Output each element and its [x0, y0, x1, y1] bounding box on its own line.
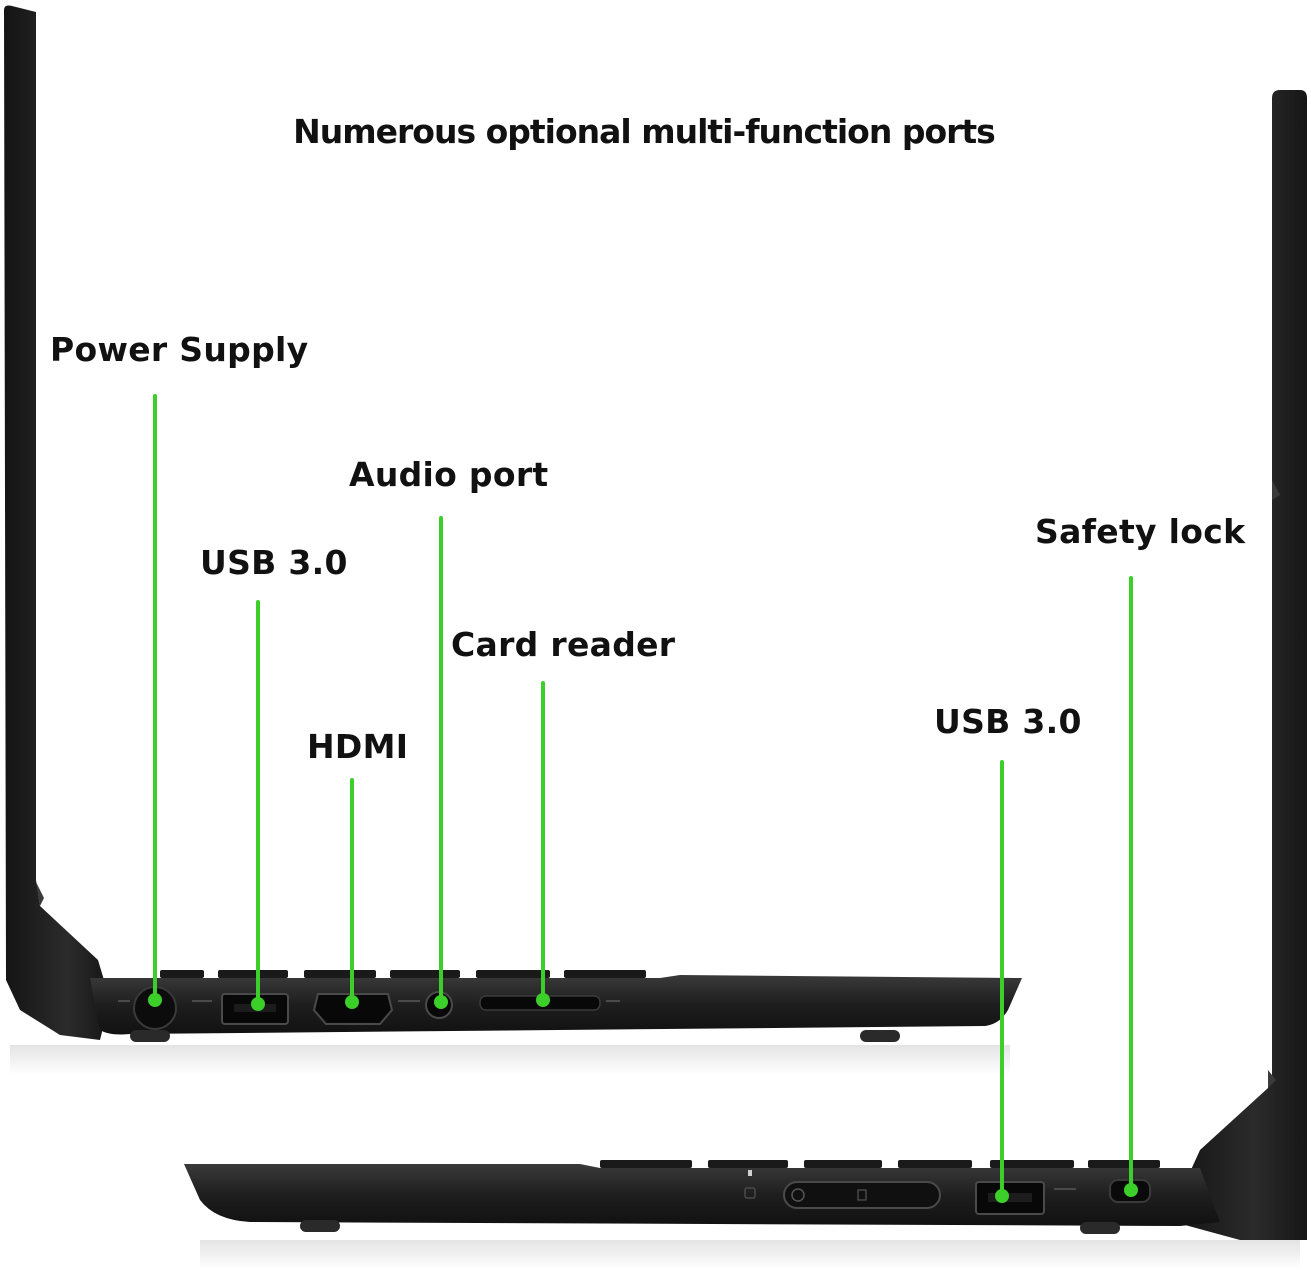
hinge-detail	[36, 882, 44, 906]
label-safety-lock: Safety lock	[1035, 512, 1246, 551]
lid	[1175, 90, 1307, 1240]
page-title: Numerous optional multi-function ports	[293, 112, 996, 151]
power-icon	[791, 1188, 805, 1202]
keyboard-keys	[160, 970, 646, 978]
callout-lines	[153, 394, 1133, 1198]
laptop-left-side-view	[4, 5, 1022, 1075]
callout-dot-usb-right	[995, 1189, 1009, 1203]
label-usb-right: USB 3.0	[934, 702, 1082, 741]
base	[184, 1164, 1220, 1226]
reflection	[10, 1045, 1010, 1075]
callout-dot-safety-lock	[1124, 1183, 1138, 1197]
keyboard-keys	[600, 1160, 1160, 1168]
callout-dots	[148, 993, 1138, 1203]
status-led	[748, 1170, 752, 1176]
callout-dot-audio-port	[434, 995, 448, 1009]
lid-edge-detail	[1272, 480, 1280, 500]
label-usb-left: USB 3.0	[200, 543, 348, 582]
hdmi-port	[312, 993, 394, 1025]
callout-dot-hdmi	[345, 995, 359, 1009]
label-power-supply: Power Supply	[50, 330, 309, 369]
drive-glyph-icon	[857, 1189, 867, 1201]
lock-glyph-icon	[744, 1187, 756, 1199]
lid	[4, 5, 110, 1040]
foot	[130, 1030, 170, 1042]
label-card-reader: Card reader	[451, 625, 676, 664]
label-audio-port: Audio port	[349, 455, 549, 494]
callout-dot-power-supply	[148, 993, 162, 1007]
reflection	[200, 1240, 1300, 1270]
foot	[1080, 1222, 1120, 1234]
foot	[860, 1030, 900, 1042]
callout-dot-card-reader	[536, 993, 550, 1007]
usb-port-tongue	[988, 1193, 1032, 1202]
foot	[300, 1220, 340, 1232]
hinge-detail	[1268, 1070, 1276, 1088]
power-button	[783, 1181, 941, 1209]
port-markings	[118, 1000, 620, 1002]
laptop-right-side-view	[184, 90, 1307, 1270]
label-hdmi: HDMI	[307, 727, 409, 766]
usb-marking	[1054, 1188, 1076, 1190]
callout-dot-usb-left	[251, 997, 265, 1011]
